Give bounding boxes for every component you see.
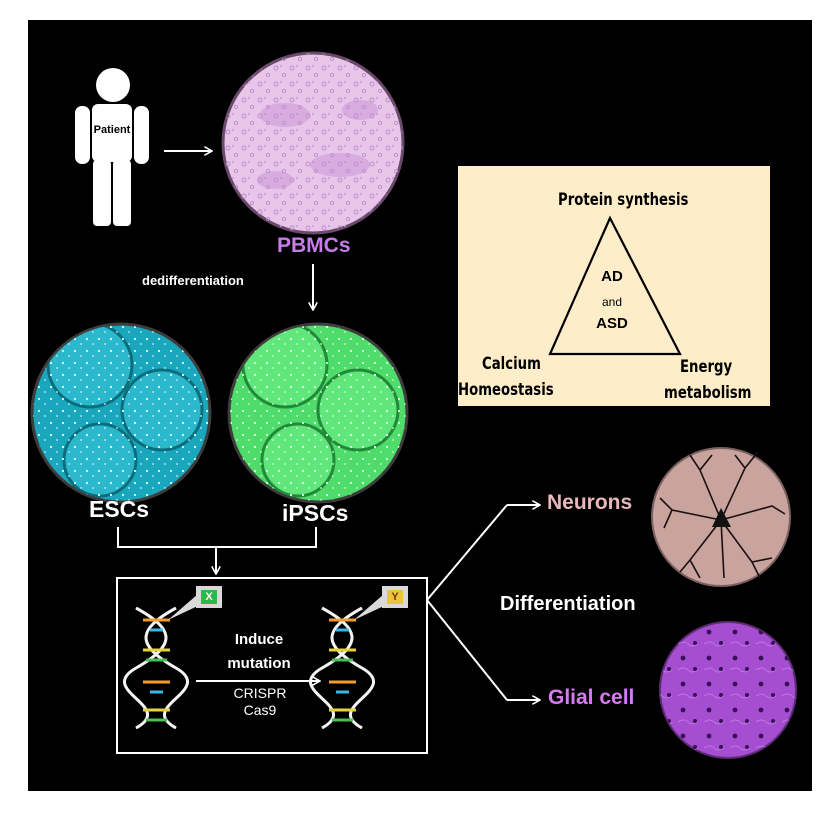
protein-synthesis-label: Protein synthesis [558, 190, 689, 210]
glial-circle [659, 621, 797, 759]
esc-circle [30, 322, 212, 504]
pbmcs-label: PBMCs [277, 234, 351, 257]
calcium-label-line1: Calcium [482, 354, 541, 374]
calcium-label-line2: Homeostasis [458, 380, 554, 400]
neuron-circle [651, 447, 791, 587]
energy-label-line1: Energy [680, 357, 733, 377]
gene-y-label: Y [391, 591, 399, 603]
and-label: and [601, 295, 623, 309]
to-glial-line [426, 599, 508, 701]
neurons-label: Neurons [547, 491, 633, 514]
differentiation-label: Differentiation [500, 593, 636, 615]
gene-x-label: X [205, 591, 213, 603]
ad-label: AD [601, 268, 623, 285]
crispr-label-line1: CRISPR [233, 685, 287, 701]
induce-label-line1: Induce [234, 631, 284, 648]
dedifferentiation-label: dedifferentiation [142, 273, 244, 288]
induce-label-line2: mutation [227, 655, 291, 672]
dna-helix-left-icon [122, 606, 190, 730]
triangle-panel: Protein synthesis Calcium Homeostasis En… [458, 166, 770, 406]
patient-figure-icon [75, 68, 149, 226]
gene-x-callout [168, 586, 222, 620]
pbmc-circle [221, 51, 405, 235]
patient-label: Patient [93, 124, 131, 136]
escs-label: ESCs [89, 496, 150, 522]
ipscs-label: iPSCs [282, 500, 349, 526]
gene-y-callout [354, 586, 408, 620]
ipsc-circle [227, 322, 409, 504]
metabolism-label-line2: metabolism [664, 383, 752, 403]
dna-helix-right-icon [308, 606, 376, 730]
triangle-shape [548, 215, 682, 356]
glial-cell-label: Glial cell [548, 686, 635, 709]
crispr-label-line2: Cas9 [243, 702, 277, 718]
to-neurons-line [426, 504, 508, 601]
asd-label: ASD [596, 315, 628, 332]
